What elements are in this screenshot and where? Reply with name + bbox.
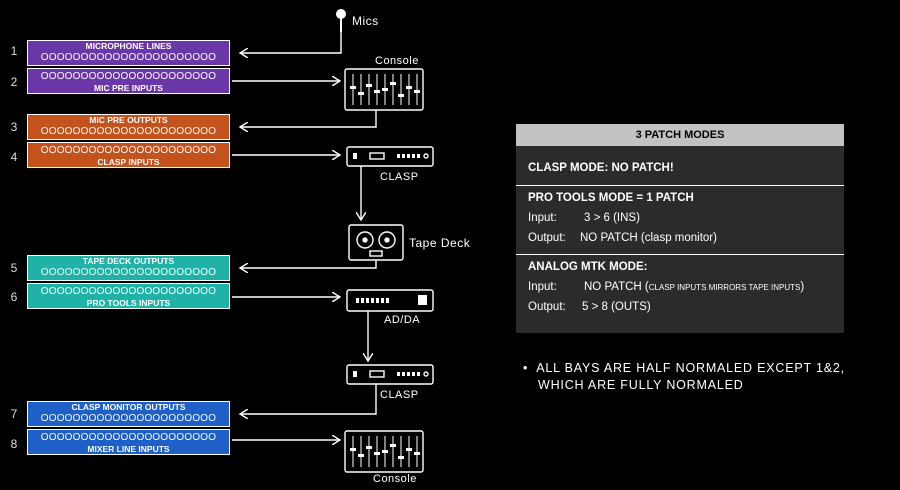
bay-label: PRO TOOLS INPUTS bbox=[86, 298, 171, 308]
patchbay-clasp-monitor-outputs[interactable]: CLASP MONITOR OUTPUTS OOOOOOOOOOOOOOOOOO… bbox=[27, 401, 230, 427]
protools-mode-title: PRO TOOLS MODE = 1 PATCH bbox=[528, 192, 694, 204]
clasp-label: CLASP bbox=[380, 171, 419, 183]
protools-input-line: Input: 3 > 6 (INS) bbox=[516, 208, 844, 228]
row-number: 1 bbox=[10, 44, 18, 58]
note-text: ALL BAYS ARE HALF NORMALED EXCEPT 1&2, bbox=[536, 361, 845, 375]
bay-label: MICROPHONE LINES bbox=[85, 41, 172, 51]
console-icon bbox=[344, 430, 424, 473]
analog-mode-title: ANALOG MTK MODE: bbox=[528, 261, 648, 273]
output-key: Output: bbox=[528, 301, 566, 313]
row-number: 2 bbox=[10, 75, 18, 89]
bay-jacks: OOOOOOOOOOOOOOOOOOOOOO bbox=[40, 145, 217, 156]
row-number: 8 bbox=[10, 437, 18, 451]
output-value: 5 > 8 (OUTS) bbox=[582, 301, 651, 313]
analog-input-line: Input: NO PATCH (CLASP INPUTS MIRRORS TAP… bbox=[516, 277, 844, 297]
bay-jacks: OOOOOOOOOOOOOOOOOOOOOO bbox=[40, 432, 217, 443]
analog-output-line: Output: 5 > 8 (OUTS) bbox=[516, 297, 844, 317]
patchbay-clasp-inputs[interactable]: OOOOOOOOOOOOOOOOOOOOOO CLASP INPUTS bbox=[27, 142, 230, 168]
adda-label: AD/DA bbox=[384, 314, 421, 326]
output-key: Output: bbox=[528, 232, 566, 244]
microphone-icon bbox=[336, 9, 346, 32]
output-value: NO PATCH (clasp monitor) bbox=[580, 232, 717, 244]
row-number: 4 bbox=[10, 150, 18, 164]
bay-label: MIXER LINE INPUTS bbox=[87, 444, 170, 454]
input-value: 3 > 6 (INS) bbox=[584, 212, 640, 224]
input-key: Input: bbox=[528, 212, 557, 224]
console-label: Console bbox=[375, 55, 419, 67]
row-number: 6 bbox=[10, 290, 18, 304]
input-value: NO PATCH ( bbox=[584, 281, 649, 293]
row-number: 5 bbox=[10, 261, 18, 275]
note-line-2: WHICH ARE FULLY NORMALED bbox=[538, 378, 744, 392]
patchbay-tape-deck-outputs[interactable]: TAPE DECK OUTPUTS OOOOOOOOOOOOOOOOOOOOOO bbox=[27, 255, 230, 281]
clasp-label: CLASP bbox=[380, 389, 419, 401]
bay-jacks: OOOOOOOOOOOOOOOOOOOOOO bbox=[40, 286, 217, 297]
bay-jacks: OOOOOOOOOOOOOOOOOOOOOO bbox=[40, 126, 217, 137]
bay-label: CLASP INPUTS bbox=[97, 157, 160, 167]
patchbay-mic-pre-outputs[interactable]: MIC PRE OUTPUTS OOOOOOOOOOOOOOOOOOOOOO bbox=[27, 114, 230, 140]
bay-label: CLASP MONITOR OUTPUTS bbox=[71, 402, 186, 412]
patch-modes-header: 3 PATCH MODES bbox=[516, 124, 844, 146]
flow-arrow bbox=[240, 260, 377, 268]
console-label: Console bbox=[373, 473, 417, 485]
protools-output-line: Output: NO PATCH (clasp monitor) bbox=[516, 228, 844, 248]
bay-label: MIC PRE INPUTS bbox=[94, 83, 163, 93]
console-icon bbox=[344, 68, 424, 111]
bay-label: TAPE DECK OUTPUTS bbox=[82, 256, 175, 266]
clasp-unit-icon bbox=[346, 364, 434, 385]
divider bbox=[516, 254, 844, 255]
patchbay-microphone-lines[interactable]: MICROPHONE LINES OOOOOOOOOOOOOOOOOOOOOO bbox=[27, 40, 230, 66]
note-line-1: • ALL BAYS ARE HALF NORMALED EXCEPT 1&2, bbox=[523, 360, 845, 377]
tape-deck-label: Tape Deck bbox=[409, 236, 471, 250]
bay-jacks: OOOOOOOOOOOOOOOOOOOOOO bbox=[40, 267, 217, 278]
patchbay-mic-pre-inputs[interactable]: OOOOOOOOOOOOOOOOOOOOOO MIC PRE INPUTS bbox=[27, 68, 230, 94]
flow-arrow bbox=[240, 384, 377, 414]
input-note: CLASP INPUTS MIRRORS TAPE INPUTS bbox=[648, 283, 801, 292]
flow-arrow bbox=[240, 110, 377, 127]
row-number: 7 bbox=[10, 407, 18, 421]
bay-label: MIC PRE OUTPUTS bbox=[89, 115, 168, 125]
mics-label: Mics bbox=[352, 14, 379, 28]
normaling-note: •ALL BAYS ARE HALF NORMALED EXCEPT 1&2, … bbox=[523, 360, 845, 394]
input-key: Input: bbox=[528, 281, 557, 293]
input-close: ) bbox=[800, 281, 805, 293]
adda-converter-icon bbox=[346, 289, 434, 312]
divider bbox=[516, 185, 844, 186]
bay-jacks: OOOOOOOOOOOOOOOOOOOOOO bbox=[40, 52, 217, 63]
patch-modes-panel: 3 PATCH MODES CLASP MODE: NO PATCH! PRO … bbox=[516, 124, 844, 333]
bay-jacks: OOOOOOOOOOOOOOOOOOOOOO bbox=[40, 71, 217, 82]
clasp-mode-title: CLASP MODE: NO PATCH! bbox=[528, 162, 674, 174]
patchbay-pro-tools-inputs[interactable]: OOOOOOOOOOOOOOOOOOOOOO PRO TOOLS INPUTS bbox=[27, 283, 230, 309]
flow-arrow bbox=[240, 32, 342, 53]
tape-deck-icon bbox=[348, 224, 404, 261]
bullet: • bbox=[523, 361, 529, 375]
clasp-unit-icon bbox=[346, 146, 434, 167]
row-number: 3 bbox=[10, 120, 18, 134]
bay-jacks: OOOOOOOOOOOOOOOOOOOOOO bbox=[40, 413, 217, 424]
patchbay-mixer-line-inputs[interactable]: OOOOOOOOOOOOOOOOOOOOOO MIXER LINE INPUTS bbox=[27, 429, 230, 455]
